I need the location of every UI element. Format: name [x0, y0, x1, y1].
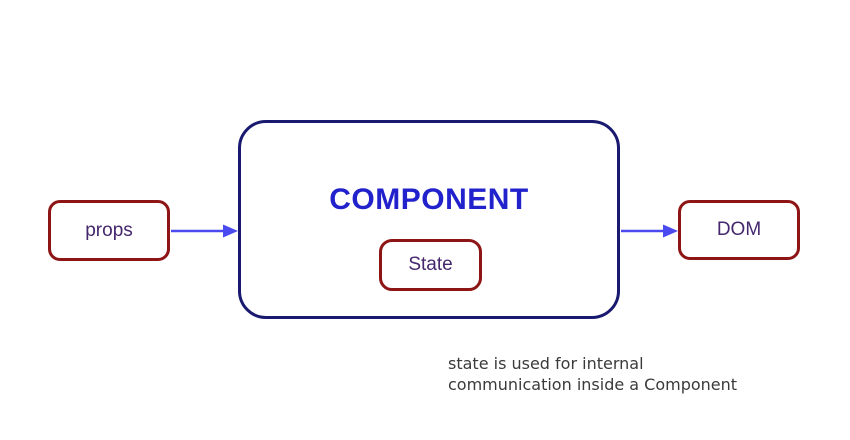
props-to-component-arrow-icon [171, 224, 238, 238]
dom-label: DOM [716, 219, 762, 240]
state-label: State [408, 254, 453, 275]
caption: state is used for internal communication… [448, 353, 737, 395]
component-box [238, 120, 620, 319]
caption-line-2: communication inside a Component [448, 375, 738, 394]
dom-box: DOM [678, 200, 800, 260]
props-box: props [48, 200, 170, 261]
props-label: props [85, 219, 133, 241]
state-box: State [379, 239, 482, 291]
component-label: COMPONENT [329, 183, 529, 216]
component-to-dom-arrow-icon [621, 224, 678, 238]
caption-line-1: state is used for internal [448, 354, 644, 373]
